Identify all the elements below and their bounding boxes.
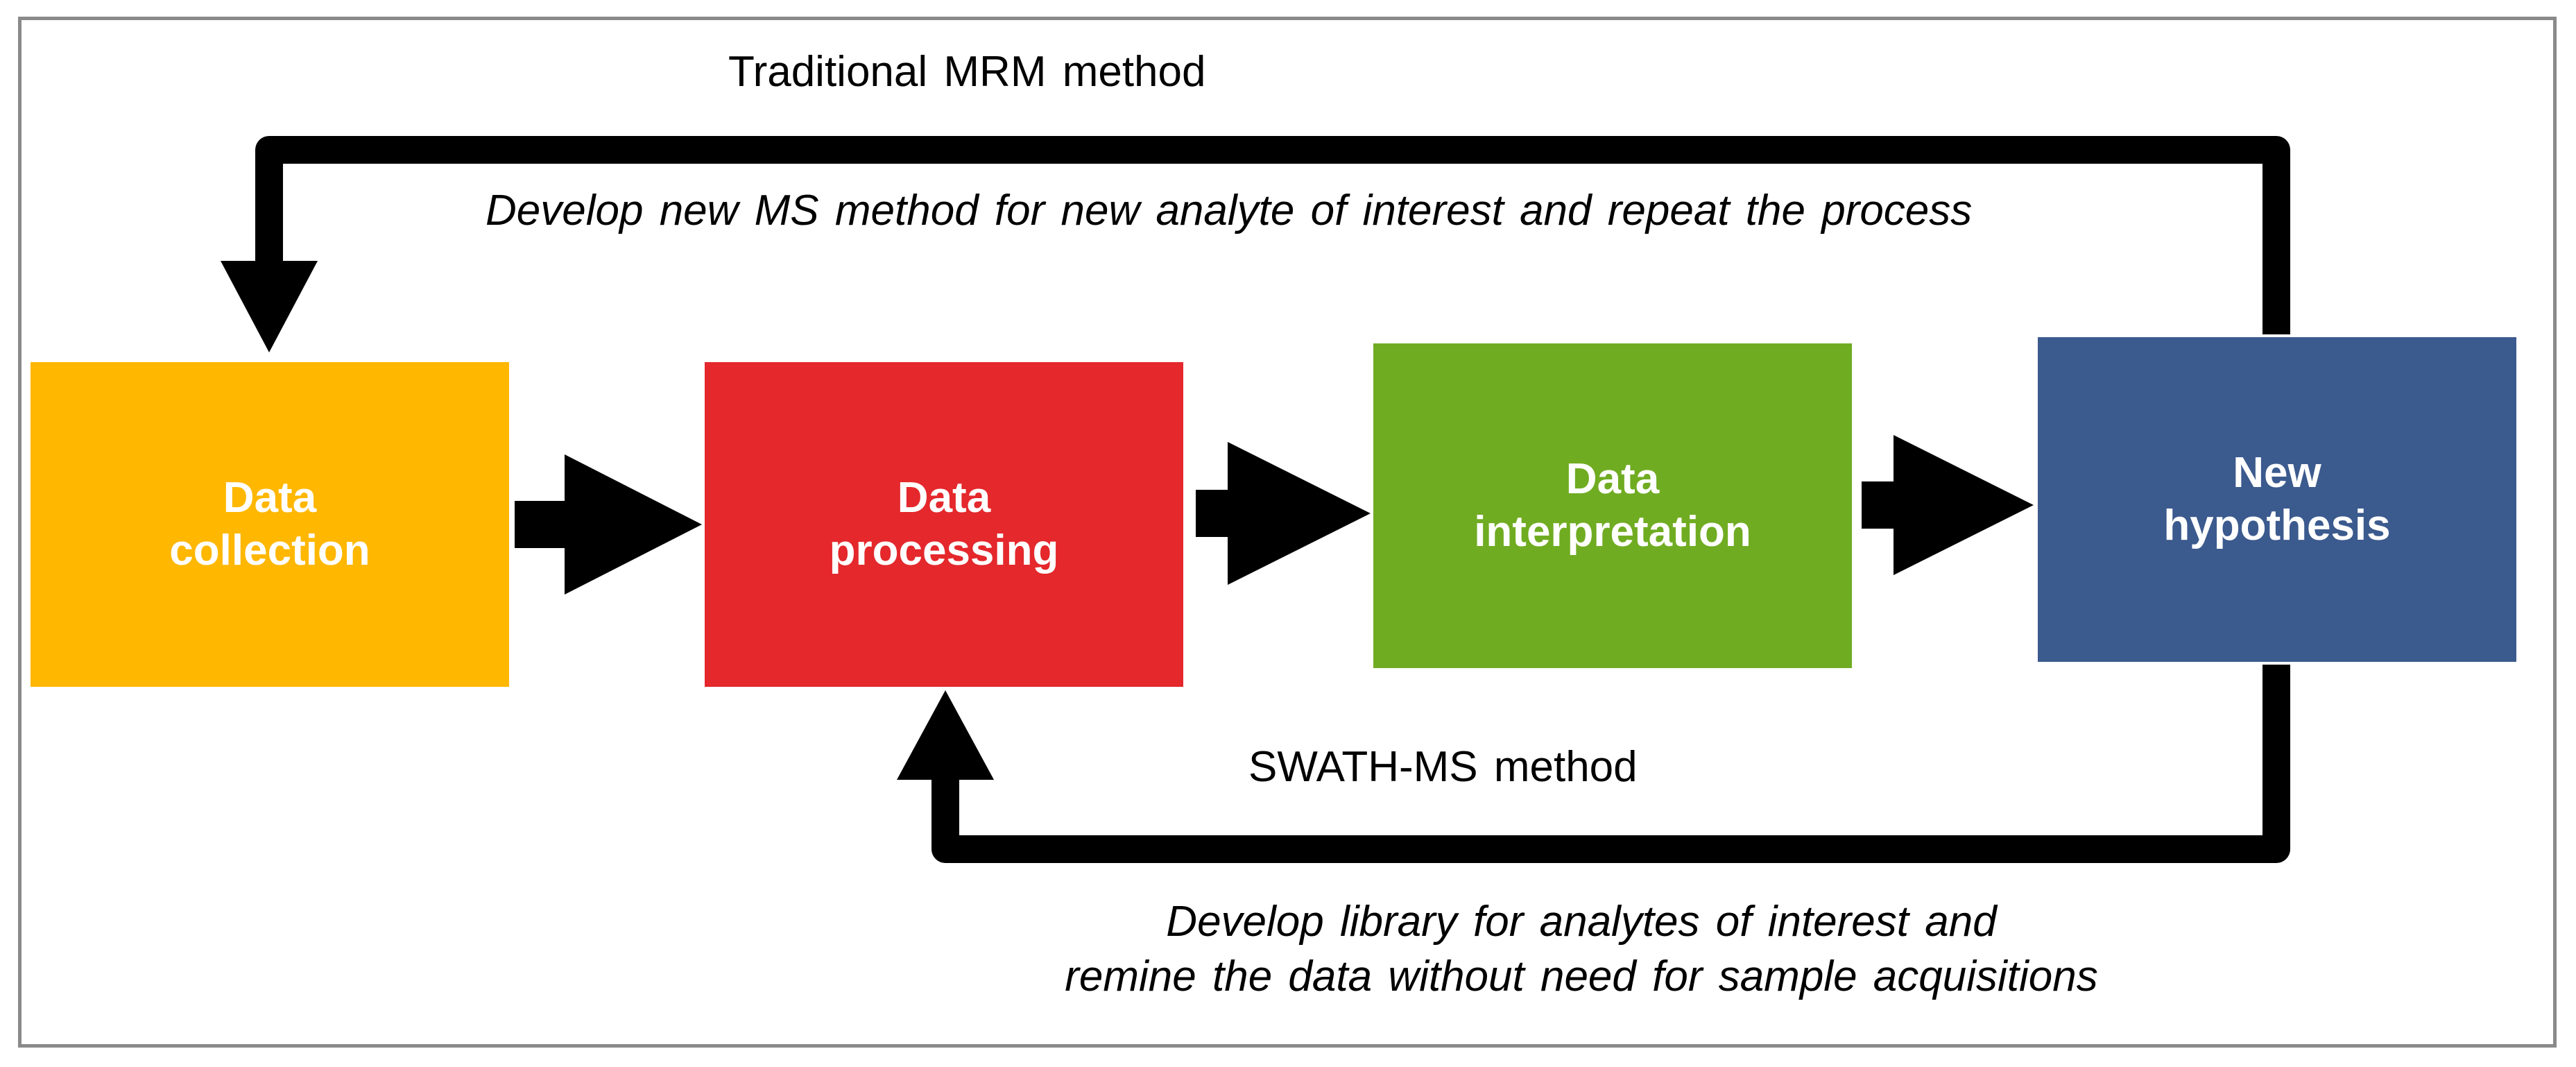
swath-ms-description: Develop library for analytes of interest… [1065,898,2098,1000]
data-interpretation-box: Data interpretation [1373,343,1852,668]
data-interpretation-label: Data interpretation [1474,455,1751,556]
traditional-mrm-title: Traditional MRM method [728,48,1206,96]
new-hypothesis-box: New hypothesis [2038,337,2516,662]
arrow-processing-to-interpretation [1196,442,1371,585]
arrow-interpretation-to-hypothesis [1862,435,2034,575]
traditional-loop-arrow [221,136,2290,352]
swath-loop-arrow [897,665,2290,863]
data-processing-label: Data processing [829,474,1059,574]
swath-ms-title: SWATH-MS method [1248,743,1638,791]
diagram-frame [18,17,2557,1048]
data-collection-label: Data collection [169,474,370,574]
data-processing-box: Data processing [705,362,1183,687]
data-collection-box: Data collection [31,362,509,687]
arrow-collection-to-processing [515,454,702,595]
new-hypothesis-label: New hypothesis [2163,449,2391,549]
traditional-mrm-description: Develop new MS method for new analyte of… [486,187,1973,234]
